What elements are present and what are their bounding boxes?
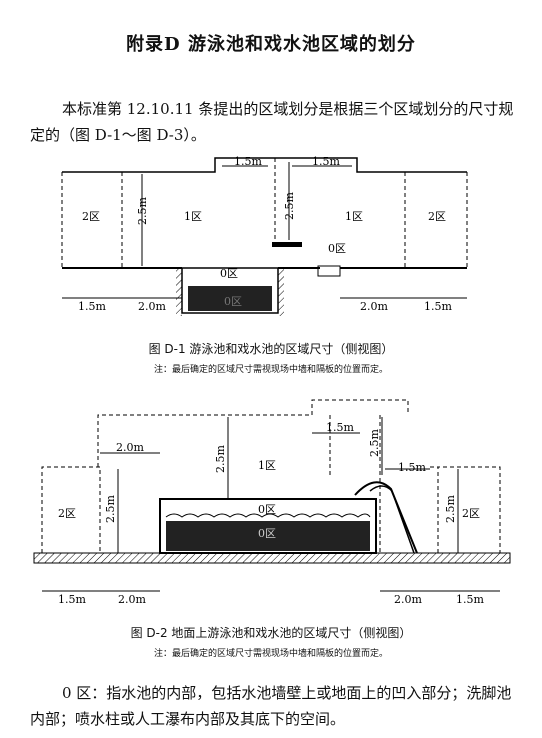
fig1-zone-0-pool: 0区 [220, 267, 238, 280]
fig1-dim-height-left: 2.5m [136, 197, 149, 225]
fig2-dim-top-mid: 1.5m [326, 421, 354, 434]
fig1-dim-bottom-3: 2.0m [360, 300, 388, 313]
page-title: 附录D 游泳池和戏水池区域的划分 [126, 34, 416, 55]
fig1-zone-1-left: 1区 [184, 210, 202, 223]
fig2-dim-top-left: 2.0m [116, 441, 144, 454]
figure-d2-diagram: 2.0m 1.5m 1.5m 2.5m 2.5m 2.5m 2.5m 1.5m … [33, 399, 511, 606]
fig2-zone-2-right: 2区 [462, 507, 480, 520]
fig2-dim-height-right: 2.5m [444, 495, 457, 523]
fig2-dim-height-left: 2.5m [104, 495, 117, 523]
fig1-zone-0-bottom: 0区 [224, 295, 242, 308]
fig1-zone-2-right: 2区 [428, 210, 446, 223]
figure-d2-caption: 图 D-2 地面上游泳池和戏水池的区域尺寸（侧视图） [130, 626, 412, 640]
fig1-dim-top-left: 1.5m [234, 155, 262, 168]
fig2-zone-1: 1区 [258, 459, 276, 472]
fig2-dim-bottom-3: 2.0m [394, 593, 422, 606]
fig1-zone-1-right: 1区 [345, 210, 363, 223]
figure-d1-note: 注：最后确定的区域尺寸需视现场中墙和隔板的位置而定。 [153, 365, 388, 375]
fig2-dim-height-center: 2.5m [214, 445, 227, 473]
fig2-dim-top-right: 1.5m [398, 461, 426, 474]
figure-d2-note: 注：最后确定的区域尺寸需视现场中墙和隔板的位置而定。 [153, 649, 388, 659]
figure-d1-diagram: 1.5m 1.5m 2.5m 2.5m 1.5m 2.0m 2.0m 1.5m … [61, 155, 468, 316]
fig1-dim-top-right: 1.5m [312, 155, 340, 168]
fig2-zone-0-upper: 0区 [258, 503, 276, 516]
fig1-zone-2-left: 2区 [82, 210, 100, 223]
intro-paragraph: 本标准第 12.10.11 条提出的区域划分是根据三个区域划分的尺寸规定的（图 … [30, 100, 514, 144]
fig1-zone-0-small: 0区 [328, 242, 346, 255]
fig1-dim-bottom-2: 2.0m [138, 300, 166, 313]
figure-d1-caption: 图 D-1 游泳池和戏水池的区域尺寸（侧视图） [148, 342, 394, 356]
zone-0-definition: 0 区：指水池的内部，包括水池墙壁上或地面上的凹入部分；洗脚池内部；喷水柱或人工… [30, 684, 512, 728]
fig2-dim-bottom-2: 2.0m [118, 593, 146, 606]
fig2-dim-height-slide: 2.5m [368, 429, 381, 457]
fig1-dim-bottom-4: 1.5m [424, 300, 452, 313]
fig2-dim-bottom-1: 1.5m [58, 593, 86, 606]
fig2-zone-2-left: 2区 [58, 507, 76, 520]
fig1-dim-bottom-1: 1.5m [78, 300, 106, 313]
fig2-zone-0-lower: 0区 [258, 527, 276, 540]
fig2-dim-bottom-4: 1.5m [456, 593, 484, 606]
fig1-dim-height-center: 2.5m [283, 192, 296, 220]
